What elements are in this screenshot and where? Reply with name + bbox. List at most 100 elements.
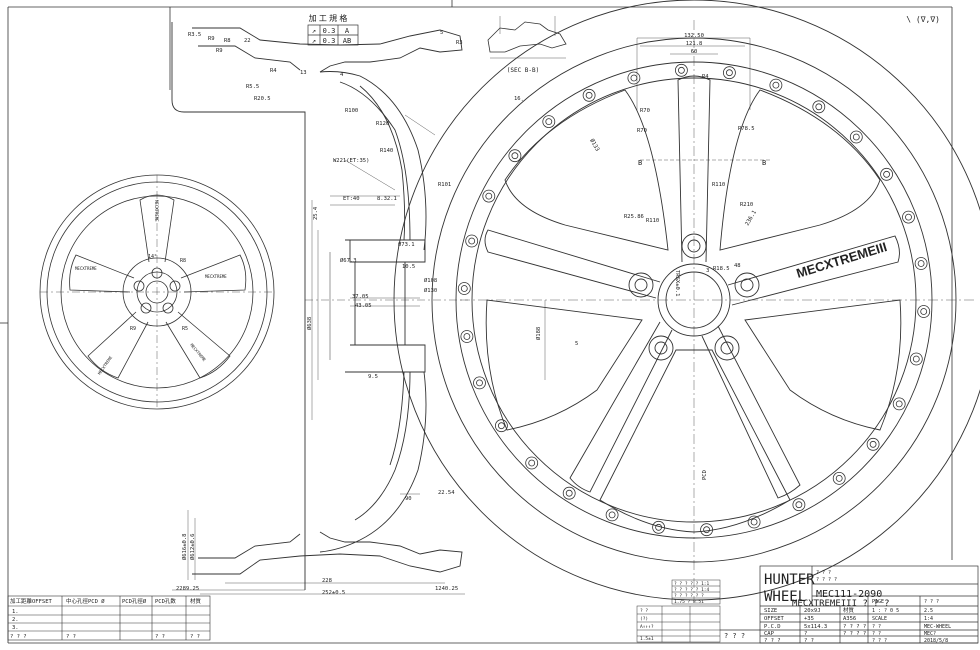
small-view-labels: MECXTREME MECXTREME MECXTREME MECXTREME … — [75, 200, 227, 376]
profile-dim: Ø616±0.8 — [181, 534, 188, 561]
profile-dim: 1240.25 — [435, 586, 458, 592]
field-value: ? ? — [804, 638, 814, 644]
tolerance-block: 加 工 規 格 ↗ 0.3 A ↗ 0.3 AB — [307, 13, 359, 46]
face-dim: 60 — [691, 49, 698, 55]
rivet-hole-inner — [630, 74, 638, 82]
rivet-hole-inner — [920, 308, 928, 315]
mini-table-text: ? ? ? ? ? 1:1 ? ? ? ? ? 1:4 ? ? ? ? ? ? … — [640, 581, 710, 642]
rivet-hole-inner — [815, 103, 823, 111]
tolerance-row-2-symbol: ↗ — [312, 37, 316, 45]
profile-dim: R9 — [216, 48, 223, 54]
spec-table-text: 加工距離OFFSET 中心孔徑PCD Ø PCD孔徑Ø PCD孔数 材質 1. … — [10, 597, 202, 640]
profile-dim: 9.5 — [368, 374, 378, 380]
profile-dim: 90 — [405, 496, 412, 502]
face-dim: 236.1 — [745, 210, 758, 227]
profile-dim: R20.5 — [254, 96, 271, 102]
rivet-hole — [494, 419, 508, 433]
face-dim: 48 — [734, 263, 741, 269]
face-dim: B — [638, 159, 642, 167]
profile-dim: R9 — [208, 36, 215, 42]
drawing-name: MECXTREMEIII ? ? ? — [792, 599, 890, 609]
profile-dim: Ø67.3 — [340, 257, 357, 264]
profile-dim: 22.54 — [438, 490, 455, 496]
face-dim: 132.50 — [684, 33, 704, 39]
wheel-profile-section — [171, 22, 468, 595]
spec-header: 中心孔徑PCD Ø — [66, 597, 105, 605]
profile-dim: ET:40 — [343, 196, 360, 202]
spec-header: 材質 — [190, 597, 202, 605]
small-spoke-logo: MECXTREME — [75, 266, 97, 271]
rivet-hole — [723, 66, 736, 80]
rivet-hole-inner — [655, 523, 662, 531]
field-value: ? — [804, 631, 807, 637]
rivet-hole-inner — [703, 526, 710, 534]
profile-dim: 25.4 — [313, 206, 319, 220]
mini-row: ? ? ? ? ? 1:4 — [674, 587, 710, 593]
rivet-hole-inner — [852, 133, 860, 141]
spec-row-label: 2. — [12, 617, 19, 623]
rivet-hole-inner — [511, 152, 519, 160]
profile-dim: 4 — [340, 72, 344, 78]
rivet-hole-inner — [895, 400, 903, 408]
face-dim: R18.5 — [713, 266, 730, 272]
rim-rivets — [457, 63, 931, 537]
rivet-hole-inner — [883, 170, 890, 178]
profile-dim: W221(ET:35) — [333, 158, 369, 164]
field-value: +35 — [804, 616, 814, 622]
right-field: MEC-WHEEL — [924, 624, 951, 630]
rivet-hole — [542, 115, 556, 128]
drawing-number: MEC111-2090 — [816, 589, 882, 600]
small-spoke-logo: MECXTREME — [205, 274, 227, 279]
rivet-hole-inner — [912, 355, 920, 363]
rivet-hole — [627, 71, 641, 85]
rivet-hole — [914, 257, 928, 270]
rivet-hole — [892, 397, 906, 411]
spec-row-label: 3. — [12, 625, 19, 631]
small-view-dim: R5 — [182, 326, 188, 332]
profile-dim: R4 — [270, 68, 277, 74]
face-dim: R110 — [712, 182, 725, 188]
rivet-hole-inner — [565, 489, 573, 497]
spec-table — [7, 595, 211, 641]
front-view-small — [39, 174, 275, 410]
rivet-hole — [866, 437, 880, 451]
approved-by: ? ? ? ? — [816, 577, 837, 583]
profile-dim: 8.32.1 — [377, 196, 397, 202]
rivet-hole-inner — [750, 518, 758, 526]
field-value: A356 — [843, 616, 856, 622]
small-view-dim: R8 — [180, 258, 186, 264]
rivet-hole — [562, 486, 576, 500]
right-field: ? ? — [872, 631, 881, 637]
tolerance-row-2-datum: AB — [343, 37, 351, 45]
profile-dim: R100 — [345, 108, 358, 114]
profile-dim: 37.05 — [352, 294, 369, 300]
profile-dim: R8 — [224, 38, 231, 44]
field-value: ? ? ? ? — [843, 631, 866, 637]
rivet-hole — [465, 234, 479, 248]
tolerance-row-1-datum: A — [345, 27, 350, 35]
drawn-date: 2018/5/8 — [924, 638, 948, 644]
face-dim: 16¸ — [514, 96, 524, 102]
face-dim: TRSX±0.1 — [674, 270, 680, 297]
rivet-hole-inner — [460, 285, 468, 292]
rivet-hole — [747, 515, 761, 529]
rivet-hole — [909, 352, 923, 366]
face-dim: R210 — [740, 202, 753, 208]
profile-dim: R3 — [456, 40, 463, 46]
rivet-hole-inner — [497, 422, 505, 430]
front-view-large — [393, 0, 980, 601]
rivet-hole — [812, 100, 826, 114]
face-dim: 121.8 — [686, 41, 703, 47]
face-dim: B — [762, 159, 766, 167]
rivet-hole — [880, 167, 893, 181]
rivet-hole-inner — [528, 459, 536, 467]
profile-dim: R140 — [380, 148, 393, 154]
rivet-hole — [525, 456, 539, 470]
face-dim: R78.5 — [738, 126, 755, 132]
title-block-text: HUNTER WHEEL MEC111-2090 MECXTREMEIII ? … — [724, 570, 951, 644]
profile-dim: R3.5 — [188, 32, 201, 38]
spec-header: PCD孔数 — [155, 597, 176, 605]
checked-by: ? ? ? — [816, 570, 831, 576]
face-dim: R25.86 — [624, 214, 644, 220]
profile-dimension-labels: R3.5 R9 R8 R9 22 R4 13 5 R3 4 R5.5 R20.5… — [176, 30, 463, 596]
